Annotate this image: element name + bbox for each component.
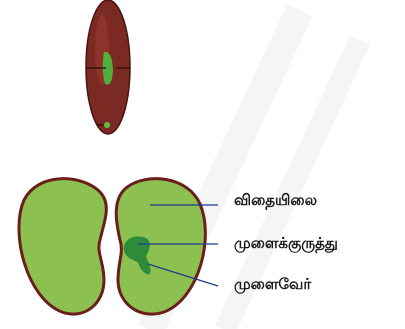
whole-seed (86, 0, 130, 134)
micropyle (104, 122, 110, 128)
radicle-label: முளைவேர் (234, 277, 311, 292)
cotyledon-label: விதையிலை (234, 193, 317, 208)
plumule-label: முளைக்குருத்து (234, 236, 338, 251)
left-cotyledon (19, 179, 106, 314)
split-seed (19, 179, 205, 314)
